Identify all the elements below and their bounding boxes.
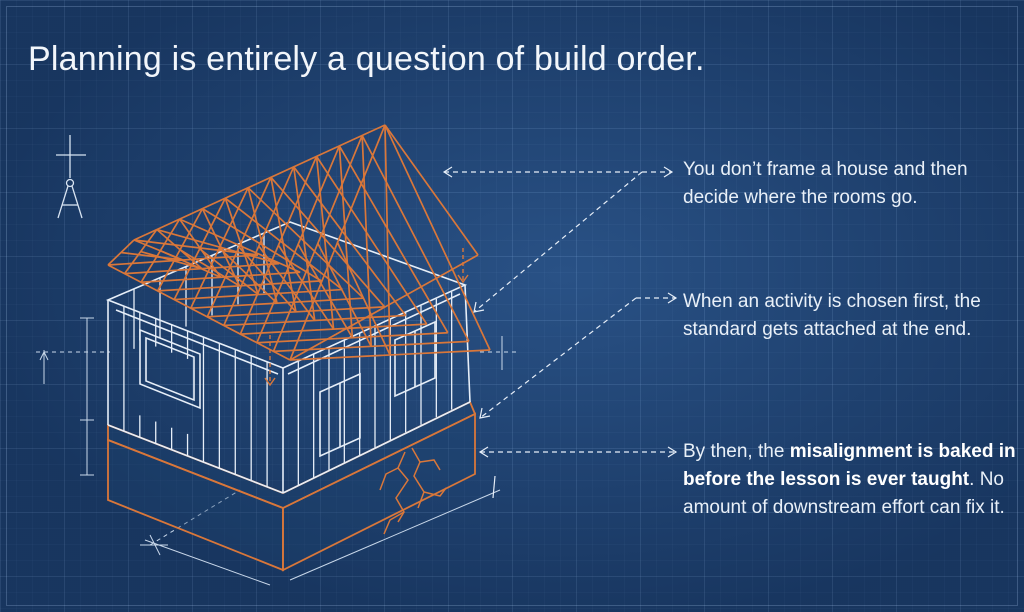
page-title: Planning is entirely a question of build… <box>28 40 705 78</box>
drafting-compass-icon <box>56 135 86 219</box>
truss-rafter <box>247 187 365 299</box>
truss-web <box>277 244 335 330</box>
truss-web <box>160 249 221 279</box>
down-arrows <box>264 248 469 387</box>
callout-3-pre: By then, the <box>683 441 790 462</box>
truss-web <box>317 243 372 347</box>
truss-rafter <box>293 166 407 316</box>
truss-rafter <box>338 145 449 334</box>
dimension-lines <box>36 317 520 586</box>
truss-web <box>361 135 373 347</box>
callout-arrows <box>442 166 678 499</box>
truss-rafter <box>156 228 280 265</box>
truss-rafter <box>270 176 386 308</box>
truss-web <box>156 228 203 270</box>
truss-rafter <box>239 156 318 335</box>
truss-web <box>218 247 278 304</box>
truss-web <box>384 124 391 356</box>
truss-web <box>336 242 391 356</box>
wall-studs <box>123 233 453 487</box>
foundation-crack <box>379 447 447 535</box>
truss-rafter <box>206 176 272 318</box>
callout-misalignment: By then, the misalignment is baked in be… <box>683 438 1023 522</box>
truss-rafter <box>223 166 295 326</box>
truss-web <box>258 245 316 321</box>
truss-rafter <box>173 197 227 300</box>
truss-web <box>120 251 184 261</box>
callout-activity-first: When an activity is chosen first, the st… <box>683 288 1023 344</box>
truss-web <box>238 246 297 313</box>
truss-rafter <box>384 124 491 351</box>
truss-rafter <box>315 155 428 325</box>
truss-chord <box>157 280 322 292</box>
callout-1-text: You don’t frame a house and then decide … <box>683 159 968 208</box>
blueprint-frame <box>6 6 1018 606</box>
truss-web <box>199 248 259 296</box>
truss-rafter <box>361 135 470 342</box>
callout-frame-house: You don’t frame a house and then decide … <box>683 156 1023 212</box>
callout-3-bold: misalignment is baked in before the less… <box>683 441 1016 490</box>
truss-web <box>224 197 260 295</box>
truss-web <box>297 243 354 339</box>
callout-3-post: . No amount of downstream effort can fix… <box>683 469 1005 518</box>
truss-web <box>201 208 241 287</box>
callout-2-text: When an activity is chosen first, the st… <box>683 291 981 340</box>
roof-trusses <box>107 124 491 361</box>
